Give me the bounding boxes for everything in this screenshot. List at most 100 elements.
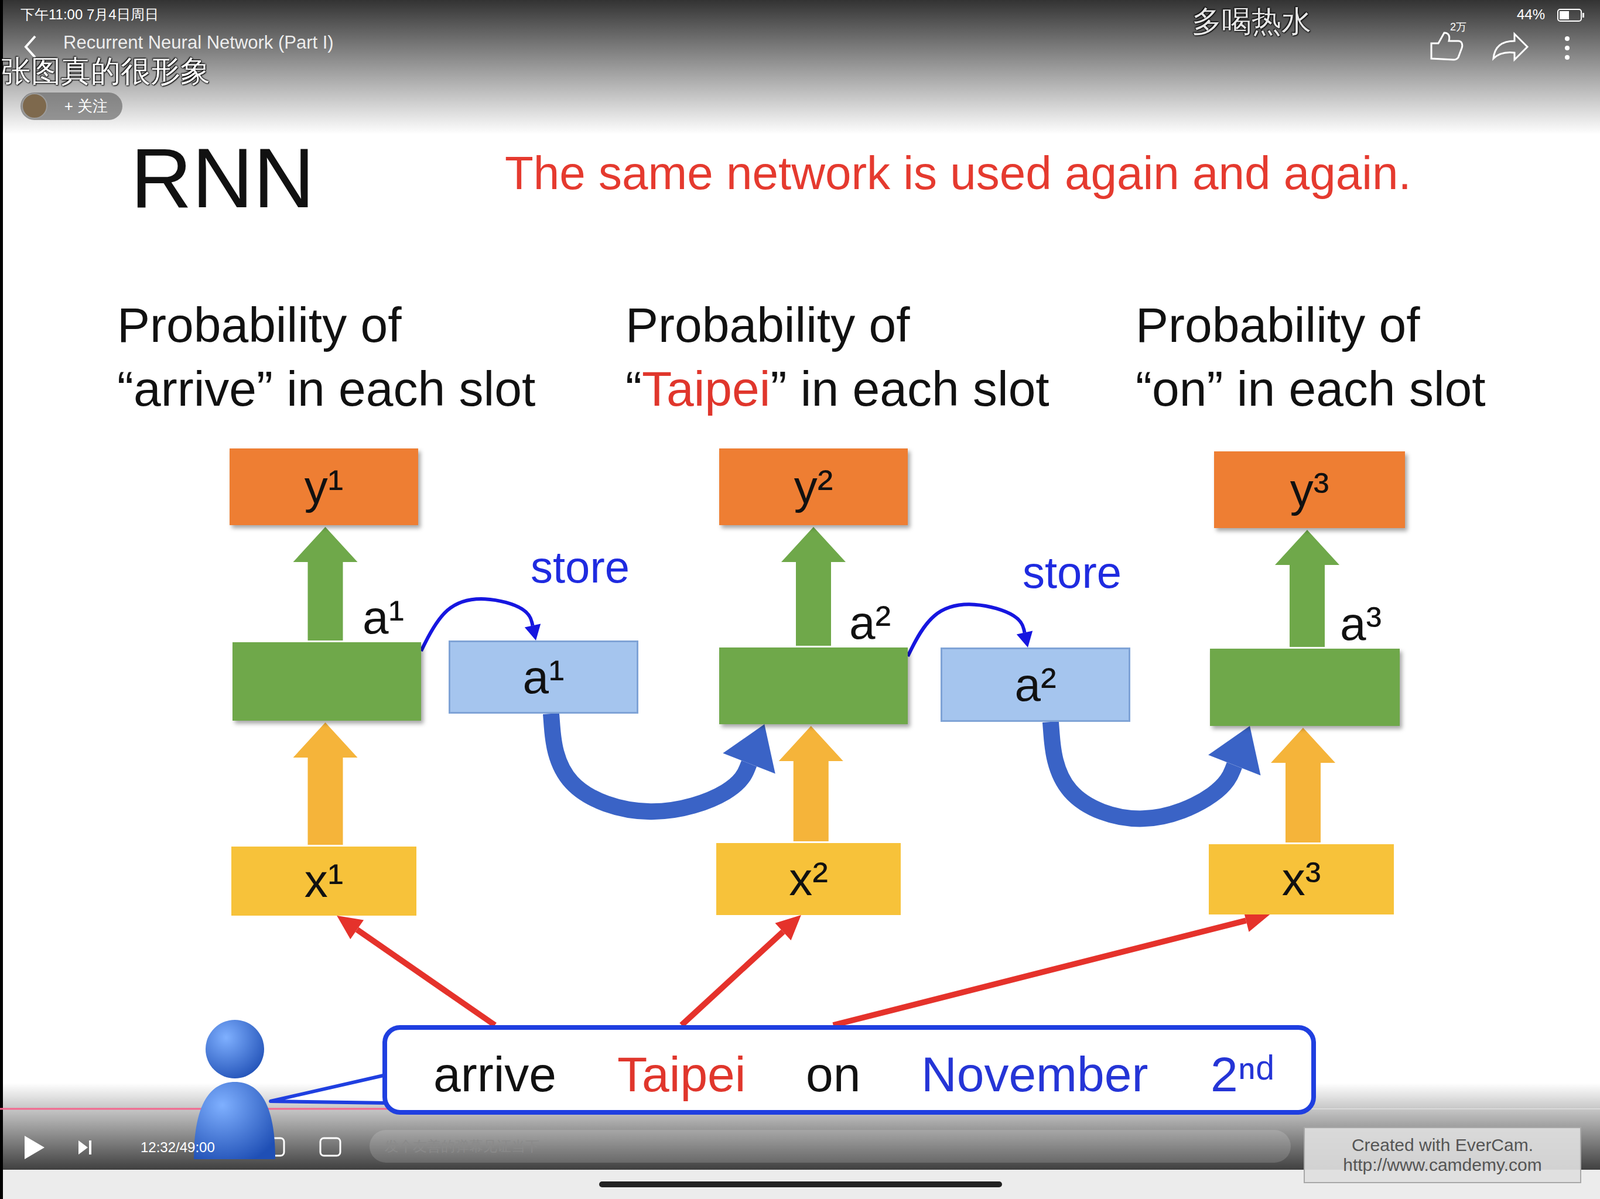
input-label: x³ <box>1281 852 1322 907</box>
slot-heading: “arrive” in each slot <box>117 360 536 418</box>
slot-heading: Probability of <box>1135 296 1421 354</box>
word-arrow-line <box>833 920 1247 1026</box>
output-label: y¹ <box>304 460 344 515</box>
block-arrow <box>781 527 846 646</box>
arrow-head <box>1016 631 1033 648</box>
block-arrow <box>293 722 358 846</box>
menu-dot <box>1564 36 1570 41</box>
output-arrow <box>293 527 358 641</box>
slide-title: RNN <box>130 129 315 228</box>
arrow-head <box>774 915 801 941</box>
input-box: x² <box>716 843 901 916</box>
sentence-word: Taipei <box>617 1046 746 1104</box>
hidden-output-label: a¹ <box>362 590 405 645</box>
output-box: y² <box>719 448 908 526</box>
video-title: Recurrent Neural Network (Part I) <box>63 32 334 54</box>
battery-icon <box>1557 9 1582 22</box>
danmaku-input <box>369 1130 1291 1164</box>
danmaku-comment: 多喝热水 <box>1191 4 1312 40</box>
watermark-box: Created with EverCam.http://www.camdemy.… <box>1303 1127 1582 1184</box>
input-arrow <box>778 726 844 842</box>
block-arrow <box>293 527 358 641</box>
block-arrow <box>1270 727 1336 843</box>
slide-subtitle: The same network is used again and again… <box>504 146 1412 201</box>
bubble-tail <box>270 1075 386 1104</box>
arrow-head <box>1208 726 1261 776</box>
recurrent-arrow <box>1050 722 1261 819</box>
battery-level: 44% <box>1516 6 1545 23</box>
person-head <box>205 1020 265 1079</box>
button-text: + 关注 <box>64 97 108 116</box>
hidden-output-label: a² <box>849 596 891 651</box>
back-chevron <box>25 36 36 58</box>
arrow-head <box>722 724 775 775</box>
word-arrow-line <box>357 930 495 1026</box>
next-icon <box>78 1140 88 1155</box>
slot-heading: “Taipei” in each slot <box>625 360 1050 418</box>
recurrent-curve <box>1050 722 1235 819</box>
speech-bubble: arrive Taipei on November 2ⁿᵈ <box>382 1025 1316 1116</box>
recurrent-arrow <box>551 713 776 812</box>
danmaku-settings-icon <box>320 1138 341 1157</box>
memory-box: a² <box>940 647 1131 723</box>
output-box: y¹ <box>229 448 419 526</box>
word-arrow-line <box>681 931 784 1026</box>
sentence-word: November <box>921 1046 1148 1104</box>
input-box: x³ <box>1208 844 1394 915</box>
menu-dot <box>1564 55 1570 60</box>
word-input-arrow <box>336 915 495 1026</box>
arrow-head <box>336 915 364 940</box>
word-input-arrow <box>681 915 802 1026</box>
follow-button: + 关注 <box>20 92 123 121</box>
recurrent-curve <box>551 713 750 812</box>
watermark-text: http://www.camdemy.com <box>1342 1155 1543 1176</box>
output-arrow <box>1274 530 1340 648</box>
frame-edge <box>0 0 3 1199</box>
sentence-word: on <box>805 1046 861 1104</box>
heading-part: ” in each slot <box>770 361 1049 417</box>
memory-label: a¹ <box>522 650 564 705</box>
hidden-layer-box: a² <box>719 647 908 725</box>
battery-tip <box>1582 12 1585 18</box>
block-arrow <box>778 726 844 842</box>
hidden-layer-box: a¹ <box>232 642 422 721</box>
watermark-text: Created with EverCam. <box>1351 1135 1534 1157</box>
sentence-word: 2ⁿᵈ <box>1210 1046 1275 1104</box>
output-arrow <box>781 527 846 646</box>
block-arrow <box>1274 530 1340 648</box>
input-label: x¹ <box>304 854 344 909</box>
home-indicator <box>599 1181 1003 1188</box>
top-shade <box>0 0 1600 135</box>
memory-label: a² <box>1014 658 1056 713</box>
input-label: x² <box>788 852 829 907</box>
heading-part: Taipei <box>641 361 771 417</box>
arrow-head <box>524 624 541 641</box>
slot-heading: Probability of <box>625 296 911 354</box>
next-icon-bar <box>89 1140 92 1155</box>
output-label: y² <box>794 460 834 515</box>
battery-fill <box>1559 11 1569 20</box>
edge-label: store <box>1019 546 1126 598</box>
hidden-layer-box: a³ <box>1209 648 1400 727</box>
word-input-arrow <box>833 909 1271 1026</box>
like-icon <box>1431 32 1463 60</box>
input-box: x¹ <box>231 846 417 916</box>
menu-dot <box>1564 45 1570 51</box>
danmaku-comment: 张图真的很形象 <box>1 54 211 90</box>
slot-heading: “on” in each slot <box>1135 360 1486 418</box>
danmaku-input-hint: 发个友善的弹幕见证当下 <box>384 1138 540 1155</box>
hidden-output-label: a³ <box>1339 597 1382 652</box>
slot-heading: Probability of <box>117 296 402 354</box>
memory-box: a¹ <box>448 640 639 714</box>
play-icon <box>24 1136 45 1160</box>
output-label: y³ <box>1290 463 1330 518</box>
status-time: 下午11:00 7月4日周日 <box>20 6 159 23</box>
input-arrow <box>293 722 358 846</box>
edge-label: store <box>527 541 634 593</box>
heading-part: “ <box>625 361 642 417</box>
output-box: y³ <box>1214 451 1405 529</box>
playback-time: 12:32/49:00 <box>140 1139 215 1157</box>
sentence-word: arrive <box>433 1046 557 1104</box>
like-count: 2万 <box>1450 21 1467 34</box>
share-icon <box>1493 33 1528 60</box>
